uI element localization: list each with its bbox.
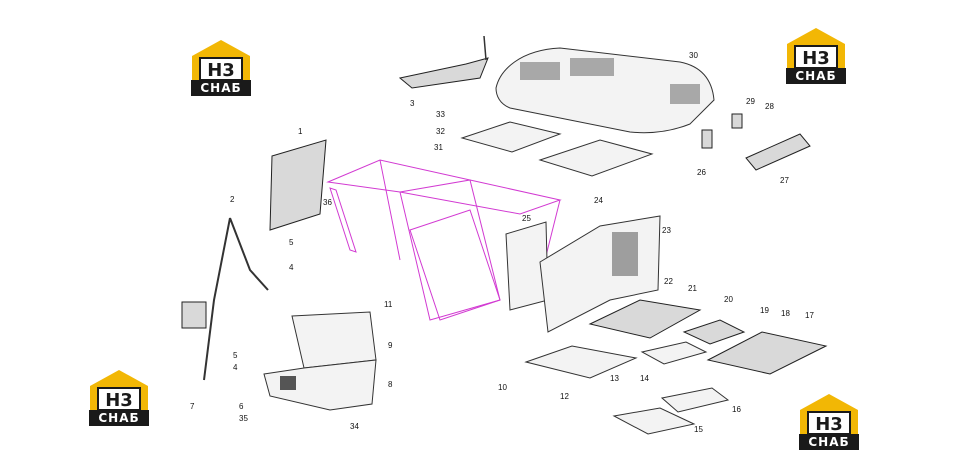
house-icon: H3 bbox=[800, 394, 858, 435]
callout-8: 8 bbox=[388, 380, 393, 389]
part-20-grate bbox=[682, 319, 746, 345]
callout-18: 18 bbox=[781, 309, 790, 318]
logo-mark: H3 bbox=[105, 390, 133, 411]
logo-word: СНАБ bbox=[786, 68, 846, 84]
callout-5: 5 bbox=[289, 238, 294, 247]
callout-3: 3 bbox=[410, 99, 415, 108]
callout-15: 15 bbox=[694, 425, 703, 434]
logo-mark: H3 bbox=[802, 48, 830, 69]
logo-word: СНАБ bbox=[191, 80, 251, 96]
callout-25: 25 bbox=[522, 214, 531, 223]
house-icon: H3 bbox=[192, 40, 250, 81]
callout-5-handrail: 5 bbox=[233, 351, 238, 360]
callout-29: 29 bbox=[746, 97, 755, 106]
part-30-roof-cover bbox=[495, 47, 715, 134]
part-1-rear-panel bbox=[269, 139, 327, 231]
brand-logo-bottom-right: H3 СНАБ bbox=[796, 392, 862, 454]
callout-17: 17 bbox=[805, 311, 814, 320]
callout-13: 13 bbox=[610, 374, 619, 383]
part-12-13-floor-panel bbox=[524, 345, 638, 379]
brand-logo-top-right: H3 СНАБ bbox=[783, 26, 849, 88]
callout-33: 33 bbox=[436, 110, 445, 119]
callout-34: 34 bbox=[350, 422, 359, 431]
callout-36: 36 bbox=[323, 198, 332, 207]
logo-mark: H3 bbox=[207, 60, 235, 81]
part-17-19-step-grate bbox=[706, 331, 828, 375]
callout-1: 1 bbox=[298, 127, 303, 136]
part-23-rear-wall bbox=[539, 215, 661, 333]
callout-7: 7 bbox=[190, 402, 195, 411]
callout-21: 21 bbox=[688, 284, 697, 293]
callout-30: 30 bbox=[689, 51, 698, 60]
part-24-ceiling-trim bbox=[538, 139, 654, 177]
callout-4-handrail: 4 bbox=[233, 363, 238, 372]
part-31-ceiling-panel bbox=[460, 121, 562, 153]
part-29-clip bbox=[731, 113, 743, 129]
callout-28: 28 bbox=[765, 102, 774, 111]
callout-19: 19 bbox=[760, 306, 769, 315]
callout-32: 32 bbox=[436, 127, 445, 136]
part-3-mount-plate bbox=[398, 35, 489, 89]
callout-35: 35 bbox=[239, 414, 248, 423]
logo-word: СНАБ bbox=[89, 410, 149, 426]
callout-26: 26 bbox=[697, 168, 706, 177]
callout-6: 6 bbox=[239, 402, 244, 411]
part-26-bracket bbox=[701, 129, 713, 149]
callout-4: 4 bbox=[289, 263, 294, 272]
callout-12: 12 bbox=[560, 392, 569, 401]
logo-mark: H3 bbox=[815, 414, 843, 435]
callout-31: 31 bbox=[434, 143, 443, 152]
callout-24: 24 bbox=[594, 196, 603, 205]
callout-20: 20 bbox=[724, 295, 733, 304]
part-2-handle-box bbox=[181, 301, 207, 329]
callout-27: 27 bbox=[780, 176, 789, 185]
brand-logo-top-left: H3 СНАБ bbox=[188, 38, 254, 100]
callout-11: 11 bbox=[384, 300, 393, 309]
callout-labels: 1 2 3 4 5 6 7 8 9 10 11 12 13 14 15 16 1… bbox=[190, 51, 814, 434]
part-14-floor-cover bbox=[640, 341, 708, 365]
callout-14: 14 bbox=[640, 374, 649, 383]
house-icon: H3 bbox=[90, 370, 148, 411]
part-27-rail bbox=[745, 133, 811, 171]
callout-2: 2 bbox=[230, 195, 235, 204]
callout-9: 9 bbox=[388, 341, 393, 350]
house-icon: H3 bbox=[787, 28, 845, 69]
part-2-handrail bbox=[203, 217, 269, 381]
part-21-22-floor-grate bbox=[588, 299, 702, 339]
callout-16: 16 bbox=[732, 405, 741, 414]
callout-10: 10 bbox=[498, 383, 507, 392]
part-8-9-seat-box bbox=[263, 311, 377, 411]
callout-23: 23 bbox=[662, 226, 671, 235]
part-16-mat bbox=[660, 387, 730, 413]
logo-word: СНАБ bbox=[799, 434, 859, 450]
callout-22: 22 bbox=[664, 277, 673, 286]
part-15-mat bbox=[612, 407, 696, 435]
brand-logo-bottom-left: H3 СНАБ bbox=[86, 368, 152, 430]
